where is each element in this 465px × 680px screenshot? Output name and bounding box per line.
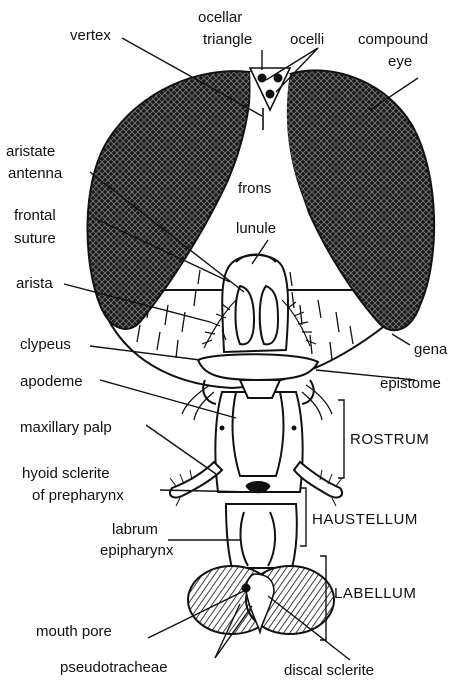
arista-label: arista	[16, 275, 53, 292]
vertex-label: vertex	[70, 27, 111, 44]
left-maxillary-palp	[170, 462, 222, 498]
gena-label: gena	[414, 341, 448, 358]
haustellum-bracket	[300, 488, 306, 546]
hyoid-sclerite-label-2: of prepharynx	[32, 487, 124, 504]
labellum-section-label: LABELLUM	[334, 585, 416, 602]
clypeus-label: clypeus	[20, 336, 71, 353]
compound-eye-label-2: eye	[388, 53, 412, 70]
frontal-suture-label-1: frontal	[14, 207, 56, 224]
lunule-label: lunule	[236, 220, 276, 237]
ocelli-label: ocelli	[290, 31, 324, 48]
aristate-antenna-label-2: antenna	[8, 165, 63, 182]
epistome-label: epistome	[380, 375, 441, 392]
apodeme-tip	[240, 380, 280, 398]
ocellar-triangle-label-1: ocellar	[198, 9, 242, 26]
rostrum-dot-right	[292, 426, 297, 431]
discal-sclerite-label: discal sclerite	[284, 662, 374, 679]
maxillary-palp-label: maxillary palp	[20, 419, 112, 436]
rostrum-bracket	[338, 400, 344, 478]
ocellus-median	[266, 90, 275, 99]
mouth-pore-label: mouth pore	[36, 623, 112, 640]
right-antenna	[260, 286, 278, 344]
rostrum-dot-left	[220, 426, 225, 431]
haustellum	[226, 504, 297, 568]
frontal-suture-label-2: suture	[14, 230, 56, 247]
frons-label: frons	[238, 180, 271, 197]
labrum-epipharynx-label-1: labrum	[112, 521, 158, 538]
haustellum-section-label: HAUSTELLUM	[312, 511, 418, 528]
apodeme-inner	[233, 392, 284, 476]
clypeus-band	[198, 354, 318, 380]
ocellus-left	[258, 74, 267, 83]
rostrum-section-label: ROSTRUM	[350, 431, 429, 448]
apodeme-label: apodeme	[20, 373, 83, 390]
pseudotracheae-label: pseudotracheae	[60, 659, 168, 676]
compound-eye-label-1: compound	[358, 31, 428, 48]
labrum-epipharynx-label-2: epipharynx	[100, 542, 174, 559]
ocellar-triangle-label-2: triangle	[203, 31, 252, 48]
aristate-antenna-label-1: aristate	[6, 143, 55, 160]
hyoid-sclerite-label-1: hyoid sclerite	[22, 465, 110, 482]
